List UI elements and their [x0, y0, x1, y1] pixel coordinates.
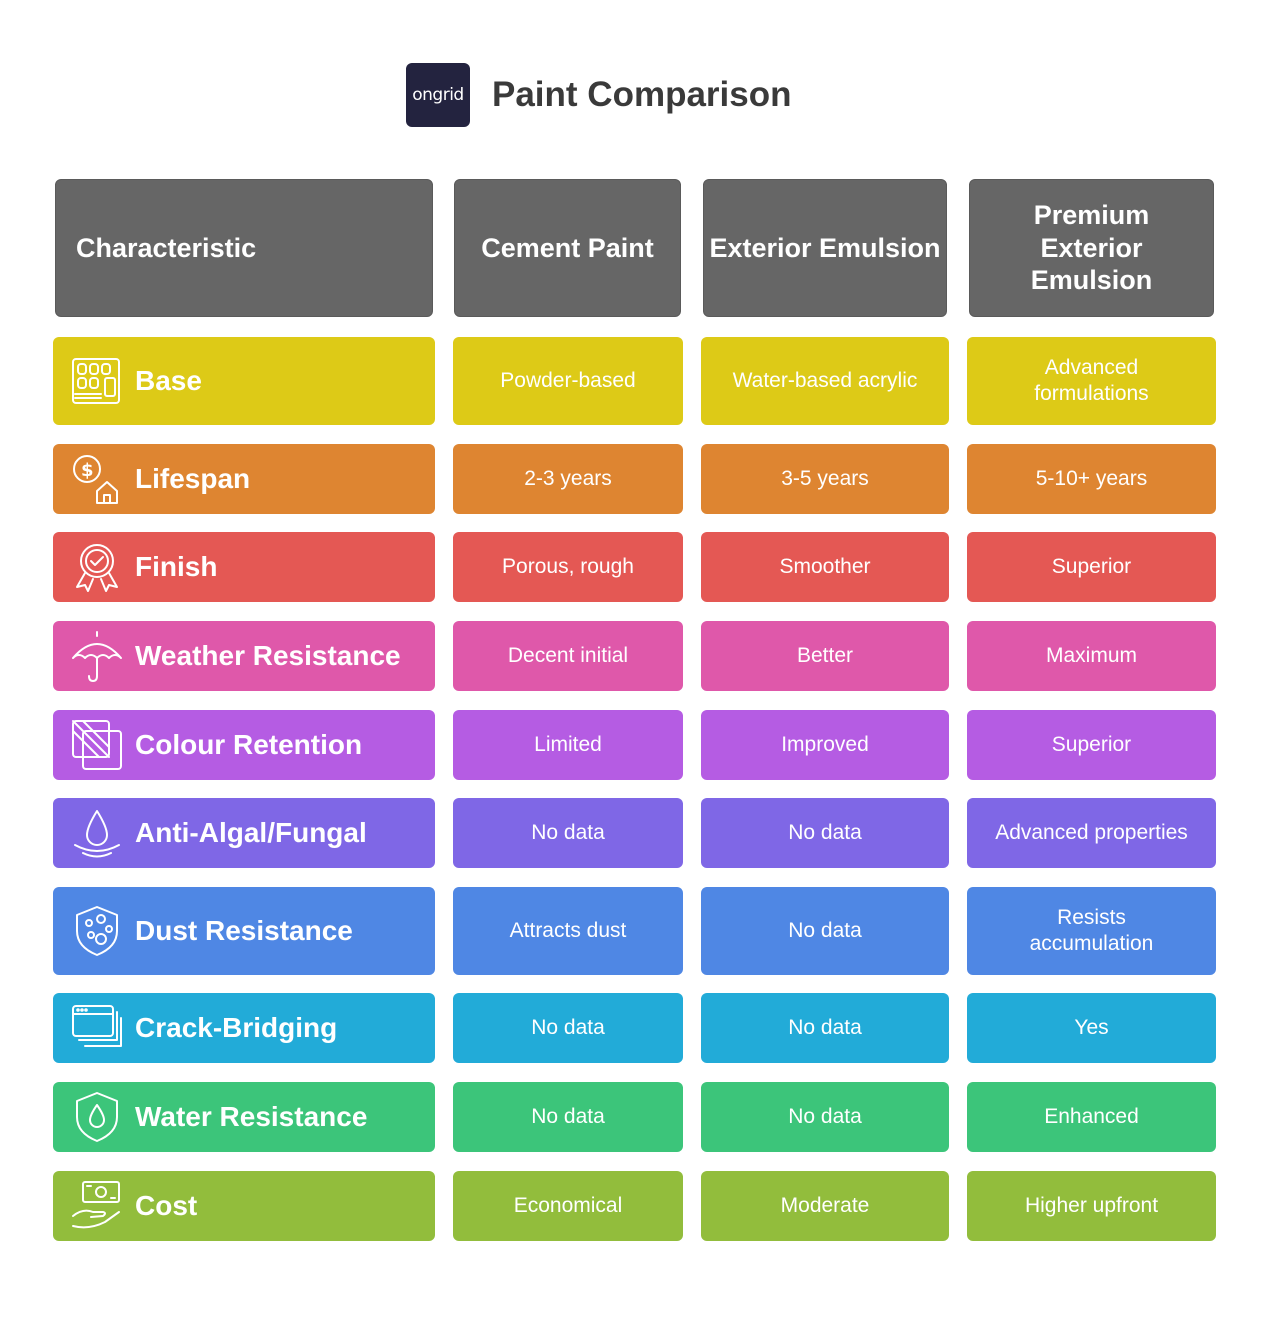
- row-label-text: Dust Resistance: [135, 914, 353, 946]
- cell-colour-retention-col3: Superior: [967, 710, 1216, 780]
- page-title: Paint Comparison: [492, 75, 792, 114]
- cell-base-col1: Powder-based: [453, 337, 683, 425]
- row-label-base: Base: [53, 337, 435, 425]
- row-label-text: Colour Retention: [135, 728, 363, 760]
- row-label-anti-algal-fungal: Anti-Algal/Fungal: [53, 798, 435, 868]
- row-label-text: Base: [135, 364, 202, 396]
- cell-water-resistance-col2: No data: [701, 1082, 949, 1152]
- cell-cost-col1: Economical: [453, 1171, 683, 1241]
- cell-water-resistance-col3: Enhanced: [967, 1082, 1216, 1152]
- cell-weather-resistance-col2: Better: [701, 621, 949, 691]
- cell-finish-col1: Porous, rough: [453, 532, 683, 602]
- row-label-lifespan: $ Lifespan: [53, 444, 435, 514]
- row-label-text: Lifespan: [135, 462, 251, 494]
- award-badge-icon: [69, 539, 125, 595]
- logo: ongrid: [406, 63, 470, 127]
- cell-cost-col3: Higher upfront: [967, 1171, 1216, 1241]
- cell-finish-col3: Superior: [967, 532, 1216, 602]
- cell-cost-col2: Moderate: [701, 1171, 949, 1241]
- svg-text:$: $: [81, 460, 94, 481]
- row-label-text: Weather Resistance: [135, 639, 401, 671]
- cell-water-resistance-col1: No data: [453, 1082, 683, 1152]
- header-characteristic: Characteristic: [55, 179, 433, 317]
- cell-lifespan-col2: 3-5 years: [701, 444, 949, 514]
- cell-crack-bridging-col3: Yes: [967, 993, 1216, 1063]
- row-label-dust-resistance: Dust Resistance: [53, 887, 435, 975]
- dust-shield-icon: [69, 903, 125, 959]
- cell-colour-retention-col1: Limited: [453, 710, 683, 780]
- cell-crack-bridging-col2: No data: [701, 993, 949, 1063]
- money-hand-icon: [69, 1178, 125, 1234]
- cell-dust-resistance-col1: Attracts dust: [453, 887, 683, 975]
- row-label-text: Cost: [135, 1189, 198, 1221]
- header-premium-exterior-emulsion: Premium Exterior Emulsion: [969, 179, 1214, 317]
- cell-colour-retention-col2: Improved: [701, 710, 949, 780]
- cell-anti-algal-fungal-col1: No data: [453, 798, 683, 868]
- row-label-text: Anti-Algal/Fungal: [135, 816, 367, 848]
- water-drop-icon: [69, 805, 125, 861]
- cell-lifespan-col3: 5-10+ years: [967, 444, 1216, 514]
- cell-anti-algal-fungal-col3: Advanced properties: [967, 798, 1216, 868]
- cell-base-col3: Advanced formulations: [967, 337, 1216, 425]
- header-cement-paint: Cement Paint: [454, 179, 681, 317]
- cell-dust-resistance-col2: No data: [701, 887, 949, 975]
- water-shield-icon: [69, 1089, 125, 1145]
- umbrella-icon: [69, 628, 125, 684]
- row-label-finish: Finish: [53, 532, 435, 602]
- cell-finish-col2: Smoother: [701, 532, 949, 602]
- title-bar: ongrid Paint Comparison: [406, 63, 791, 127]
- row-label-crack-bridging: Crack-Bridging: [53, 993, 435, 1063]
- cell-weather-resistance-col1: Decent initial: [453, 621, 683, 691]
- cell-lifespan-col1: 2-3 years: [453, 444, 683, 514]
- cell-dust-resistance-col3: Resists accumulation: [967, 887, 1216, 975]
- row-label-weather-resistance: Weather Resistance: [53, 621, 435, 691]
- dollar-house-icon: $: [69, 451, 125, 507]
- row-label-colour-retention: Colour Retention: [53, 710, 435, 780]
- cell-base-col2: Water-based acrylic: [701, 337, 949, 425]
- row-label-cost: Cost: [53, 1171, 435, 1241]
- colour-swatch-icon: [69, 717, 125, 773]
- row-label-text: Crack-Bridging: [135, 1011, 338, 1043]
- stacked-windows-icon: [69, 1000, 125, 1056]
- row-label-text: Water Resistance: [135, 1100, 368, 1132]
- cell-crack-bridging-col1: No data: [453, 993, 683, 1063]
- paint-swatch-card-icon: [69, 353, 125, 409]
- cell-anti-algal-fungal-col2: No data: [701, 798, 949, 868]
- row-label-water-resistance: Water Resistance: [53, 1082, 435, 1152]
- cell-weather-resistance-col3: Maximum: [967, 621, 1216, 691]
- header-exterior-emulsion: Exterior Emulsion: [703, 179, 947, 317]
- row-label-text: Finish: [135, 550, 218, 582]
